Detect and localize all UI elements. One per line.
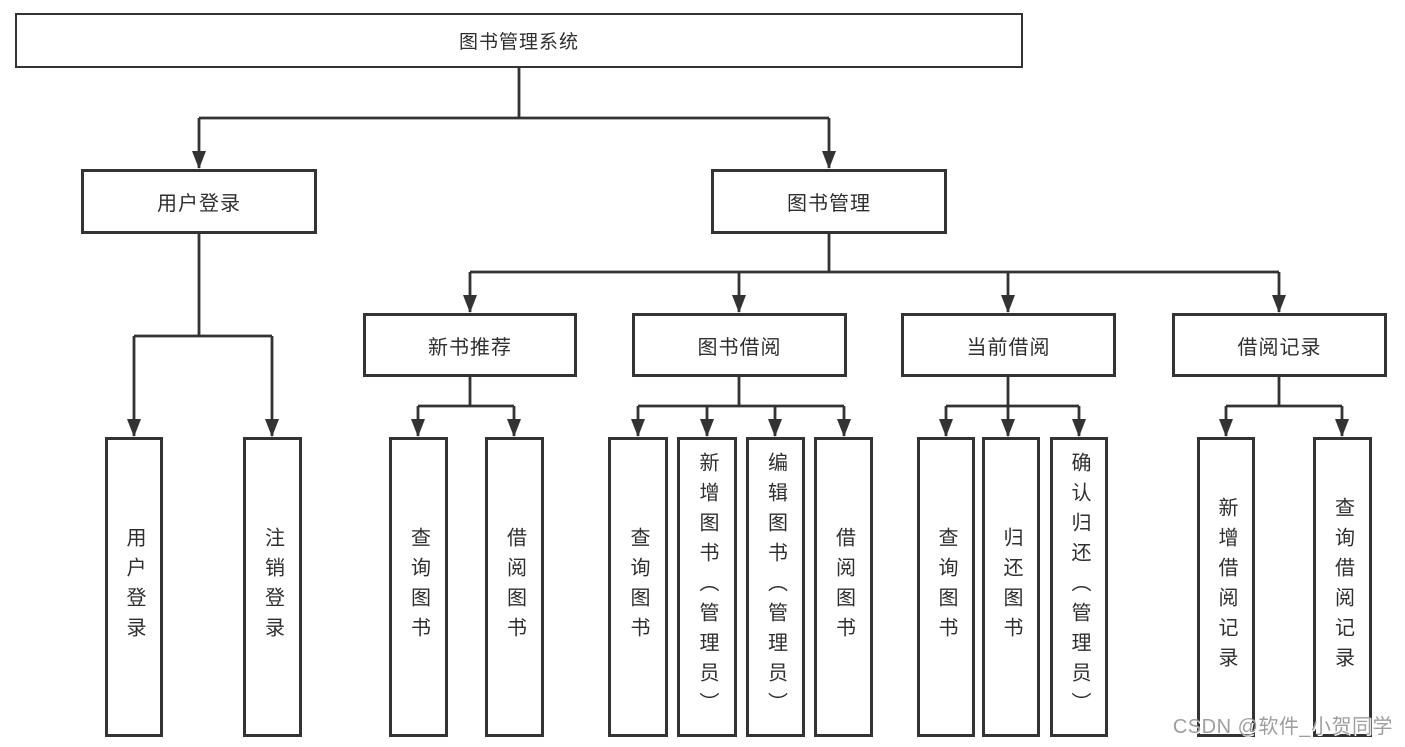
- node-leaf-borrow-borrow-label: 借阅图书: [832, 527, 855, 647]
- node-book-management-label: 图书管理: [787, 193, 871, 215]
- node-book-management: 图书管理: [711, 169, 947, 234]
- node-leaf-records-query: 查询借阅记录: [1313, 437, 1372, 737]
- node-leaf-newbooks-borrow-label: 借阅图书: [503, 527, 526, 647]
- node-leaf-borrow-query-label: 查询图书: [627, 527, 649, 647]
- node-leaf-user-login: 用户登录: [105, 437, 163, 737]
- node-book-borrow: 图书借阅: [632, 313, 847, 377]
- node-leaf-current-return: 归还图书: [982, 437, 1040, 737]
- node-new-book-recommend: 新书推荐: [363, 313, 577, 377]
- node-borrow-records: 借阅记录: [1172, 313, 1387, 377]
- node-leaf-current-query-label: 查询图书: [935, 527, 957, 647]
- node-leaf-borrow-edit-admin: 编辑图书（管理员）: [746, 437, 805, 737]
- node-leaf-borrow-borrow: 借阅图书: [814, 437, 873, 737]
- node-borrow-records-label: 借阅记录: [1237, 336, 1322, 359]
- node-leaf-current-return-label: 归还图书: [1000, 527, 1022, 647]
- node-leaf-current-confirm-admin-label: 确认归还（管理员）: [1068, 452, 1090, 722]
- node-new-book-recommend-label: 新书推荐: [428, 336, 512, 359]
- node-leaf-borrow-query: 查询图书: [608, 437, 668, 737]
- node-leaf-records-add-label: 新增借阅记录: [1215, 497, 1237, 677]
- node-leaf-logout: 注销登录: [243, 437, 302, 737]
- node-library-system-label: 图书管理系统: [458, 32, 579, 53]
- node-library-system: 图书管理系统: [15, 13, 1023, 68]
- node-leaf-borrow-add-admin-label: 新增图书（管理员）: [696, 452, 718, 722]
- node-leaf-records-add: 新增借阅记录: [1197, 437, 1255, 737]
- node-leaf-newbooks-borrow: 借阅图书: [485, 437, 544, 737]
- node-book-borrow-label: 图书借阅: [697, 336, 782, 359]
- node-current-borrow: 当前借阅: [901, 313, 1116, 377]
- node-leaf-logout-label: 注销登录: [261, 527, 284, 647]
- csdn-watermark: CSDN @软件_小贺同学: [1172, 716, 1393, 738]
- node-leaf-current-confirm-admin: 确认归还（管理员）: [1050, 437, 1108, 737]
- node-leaf-borrow-add-admin: 新增图书（管理员）: [677, 437, 737, 737]
- node-user-login-label: 用户登录: [157, 193, 241, 215]
- node-user-login: 用户登录: [81, 169, 317, 234]
- node-leaf-newbooks-query-label: 查询图书: [407, 527, 430, 647]
- node-leaf-records-query-label: 查询借阅记录: [1331, 497, 1354, 677]
- node-leaf-current-query: 查询图书: [917, 437, 975, 737]
- node-leaf-newbooks-query: 查询图书: [389, 437, 448, 737]
- node-leaf-user-login-label: 用户登录: [123, 527, 145, 647]
- node-leaf-borrow-edit-admin-label: 编辑图书（管理员）: [764, 452, 787, 722]
- node-current-borrow-label: 当前借阅: [966, 336, 1051, 359]
